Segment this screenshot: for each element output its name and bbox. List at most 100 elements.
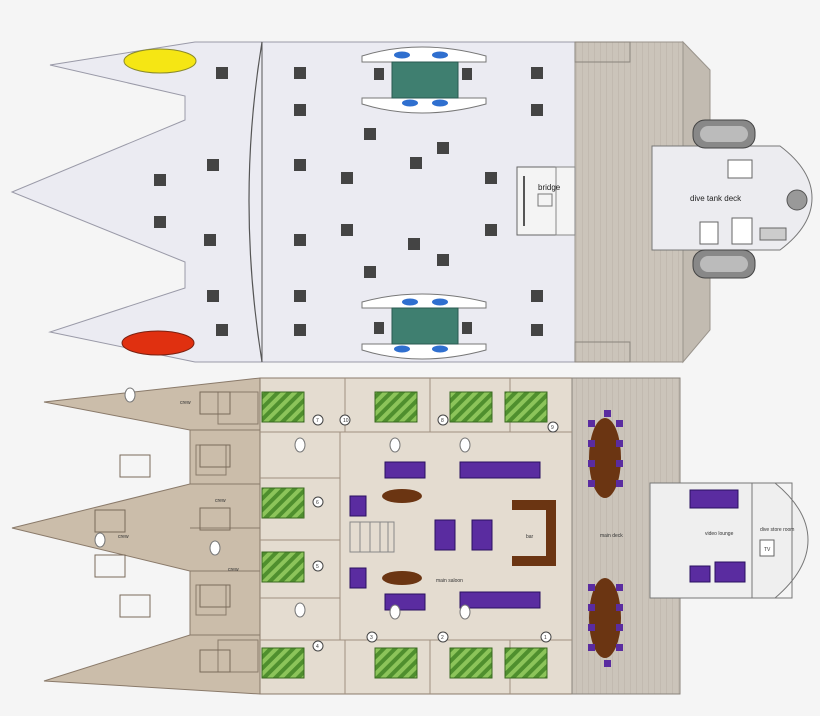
sunbed bbox=[408, 238, 420, 250]
sunbed bbox=[437, 254, 449, 266]
dive-tank-label: dive tank deck bbox=[690, 194, 742, 203]
crew-bunk bbox=[119, 454, 151, 478]
cabin-number-badge bbox=[312, 496, 324, 508]
tender-top bbox=[361, 46, 487, 114]
bar-counter: bar bbox=[512, 500, 556, 566]
cabin-number: 4 bbox=[316, 644, 319, 650]
dining-chair bbox=[588, 460, 595, 467]
sunbed bbox=[437, 142, 449, 154]
cabin-number: 3 bbox=[370, 635, 373, 641]
bridge-room: bridge bbox=[516, 166, 576, 236]
sofa bbox=[714, 561, 746, 583]
main-saloon-label: main saloon bbox=[436, 578, 463, 584]
cabin-bed bbox=[261, 487, 305, 519]
upper-hull bbox=[10, 41, 576, 363]
upper-stair-top bbox=[574, 41, 631, 63]
cabin-bed bbox=[504, 647, 548, 679]
crew-bunk bbox=[199, 507, 231, 531]
sunbed bbox=[207, 290, 219, 302]
cabin-number-badge bbox=[312, 560, 324, 572]
cabin-number-badge bbox=[366, 631, 378, 643]
tender-bottom bbox=[361, 293, 487, 360]
sunbed bbox=[207, 159, 219, 171]
saloon-table-top bbox=[382, 489, 422, 503]
video-lounge-label: video lounge bbox=[705, 531, 734, 537]
sofa bbox=[434, 519, 456, 551]
crew-bunk bbox=[199, 391, 231, 415]
cabin-number: 5 bbox=[316, 564, 319, 570]
sofa bbox=[349, 495, 367, 517]
cabin-number-badge bbox=[547, 421, 559, 433]
cabin-number-badge bbox=[540, 631, 552, 643]
sunbed bbox=[294, 159, 306, 171]
sunbed bbox=[294, 234, 306, 246]
toilet bbox=[294, 602, 306, 618]
crew-label-2: crew bbox=[215, 498, 226, 504]
sunbed bbox=[341, 224, 353, 236]
dining-chair bbox=[588, 624, 595, 631]
sofa bbox=[689, 489, 739, 509]
lower-guest-area bbox=[259, 377, 573, 695]
sunbed bbox=[204, 234, 216, 246]
cabin-number-badge bbox=[437, 631, 449, 643]
sunbed bbox=[410, 157, 422, 169]
saloon-table-bottom bbox=[382, 571, 422, 585]
yellow-kayak bbox=[123, 48, 197, 74]
tv-box bbox=[759, 539, 775, 557]
cabin-bed bbox=[261, 551, 305, 583]
sofa bbox=[689, 565, 711, 583]
toilet bbox=[294, 437, 306, 453]
cabin-number: 9 bbox=[551, 425, 554, 431]
crew-label-3: crew bbox=[118, 534, 129, 540]
crew-partitions bbox=[190, 391, 260, 673]
cabin-bed bbox=[374, 647, 418, 679]
crew-bunk bbox=[199, 444, 231, 468]
upper-stair-bottom bbox=[574, 341, 631, 363]
dive-tank-deck: dive tank deck bbox=[651, 119, 813, 279]
dining-chair bbox=[604, 410, 611, 417]
crew-bunk bbox=[199, 649, 231, 673]
bar-label: bar bbox=[526, 534, 534, 540]
sofa bbox=[459, 591, 541, 609]
crew-bunk bbox=[94, 509, 126, 533]
dining-chair bbox=[588, 604, 595, 611]
sunbed bbox=[485, 224, 497, 236]
toilet bbox=[209, 540, 221, 556]
crew-label-4: crew bbox=[228, 567, 239, 573]
cabin-bed bbox=[374, 391, 418, 423]
sunbed bbox=[531, 324, 543, 336]
red-kayak bbox=[121, 330, 195, 356]
sofa bbox=[384, 461, 426, 479]
sunbed bbox=[531, 67, 543, 79]
cabin-bed bbox=[261, 647, 305, 679]
tv-label: TV bbox=[764, 547, 771, 553]
cabin-bed bbox=[449, 391, 493, 423]
toilet bbox=[459, 604, 471, 620]
dining-chair bbox=[616, 480, 623, 487]
cabin-bed bbox=[449, 647, 493, 679]
dining-chair bbox=[616, 604, 623, 611]
cabin-number: 8 bbox=[441, 418, 444, 424]
sunbed bbox=[294, 104, 306, 116]
saloon-stairs bbox=[349, 521, 395, 553]
sunbed-group bbox=[154, 67, 543, 336]
toilet bbox=[124, 387, 136, 403]
cabin-number: 6 bbox=[316, 500, 319, 506]
sunbed bbox=[154, 174, 166, 186]
sunbed bbox=[531, 104, 543, 116]
dining-chair bbox=[588, 644, 595, 651]
sunbed bbox=[294, 324, 306, 336]
sunbed bbox=[216, 324, 228, 336]
cabin-bed bbox=[504, 391, 548, 423]
lower-crew-hull bbox=[11, 377, 261, 695]
dining-chair bbox=[588, 584, 595, 591]
toilet bbox=[389, 604, 401, 620]
dining-chair bbox=[616, 624, 623, 631]
toilet bbox=[389, 437, 401, 453]
crew-bunk bbox=[199, 584, 231, 608]
toilet bbox=[94, 532, 106, 548]
upper-deck: bridge dive tank deck bbox=[10, 40, 813, 364]
dining-chair bbox=[616, 440, 623, 447]
sofa bbox=[459, 461, 541, 479]
